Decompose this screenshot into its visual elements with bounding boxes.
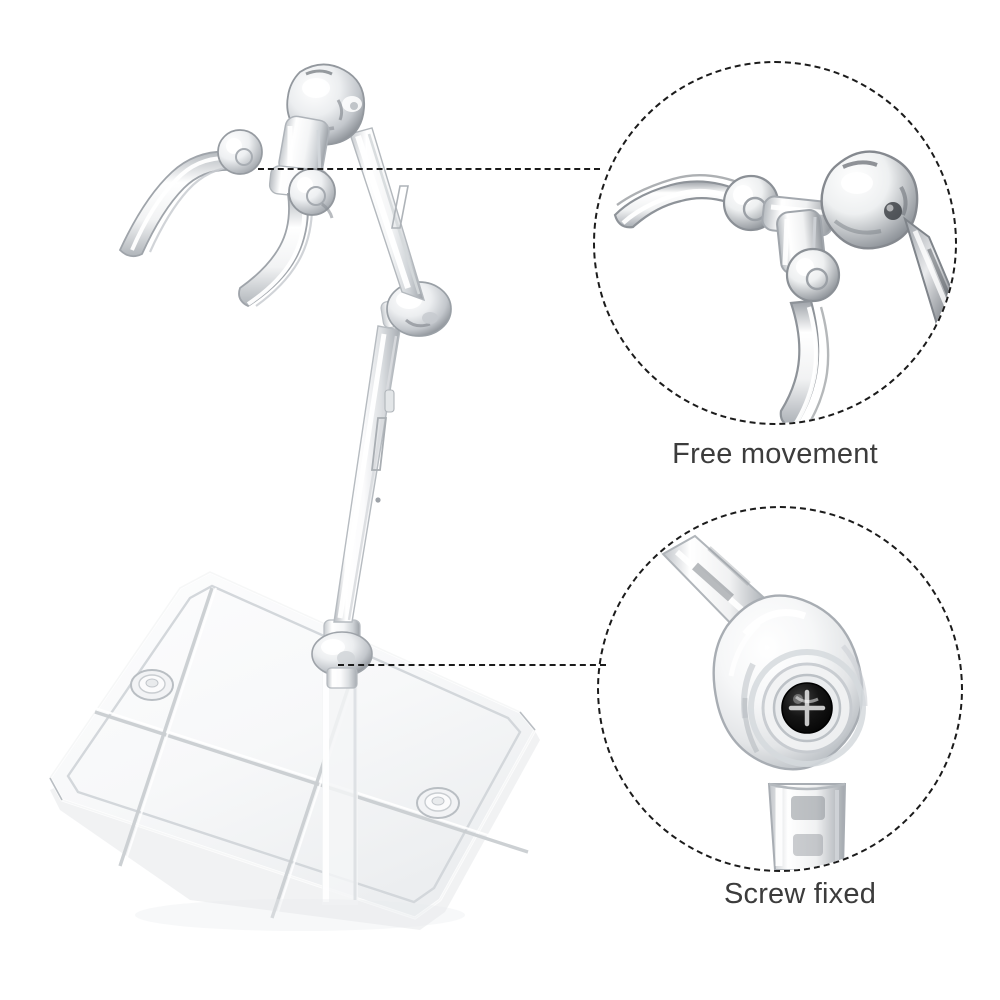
mid-ball-joint [380,281,452,337]
callout-circle-screw-fixed [597,506,963,872]
peg-hole [416,787,460,819]
callout-label-screw-fixed: Screw fixed [723,878,877,910]
leader-line-free-movement [258,168,600,170]
clamp-pivot-knob [286,63,366,146]
base-plate-group [48,570,540,930]
screw-joint-detail-illustration [661,534,868,870]
upper-support-arm [349,127,426,302]
base-screw-joint [311,619,373,689]
peg-hole [130,669,174,701]
clamp-knuckle [268,115,330,199]
clamp-claw-right [238,168,336,308]
callout-zoom-free-movement [595,63,955,423]
clamp-claw-left [118,129,263,258]
lower-support-rod [333,325,401,623]
leader-line-screw-fixed [338,664,606,666]
callout-label-free-movement: Free movement [672,438,878,470]
base-support-post [322,662,358,905]
callout-zoom-screw-fixed [599,508,961,870]
clamp-detail-illustration [613,150,955,423]
callout-circle-free-movement [593,61,957,425]
